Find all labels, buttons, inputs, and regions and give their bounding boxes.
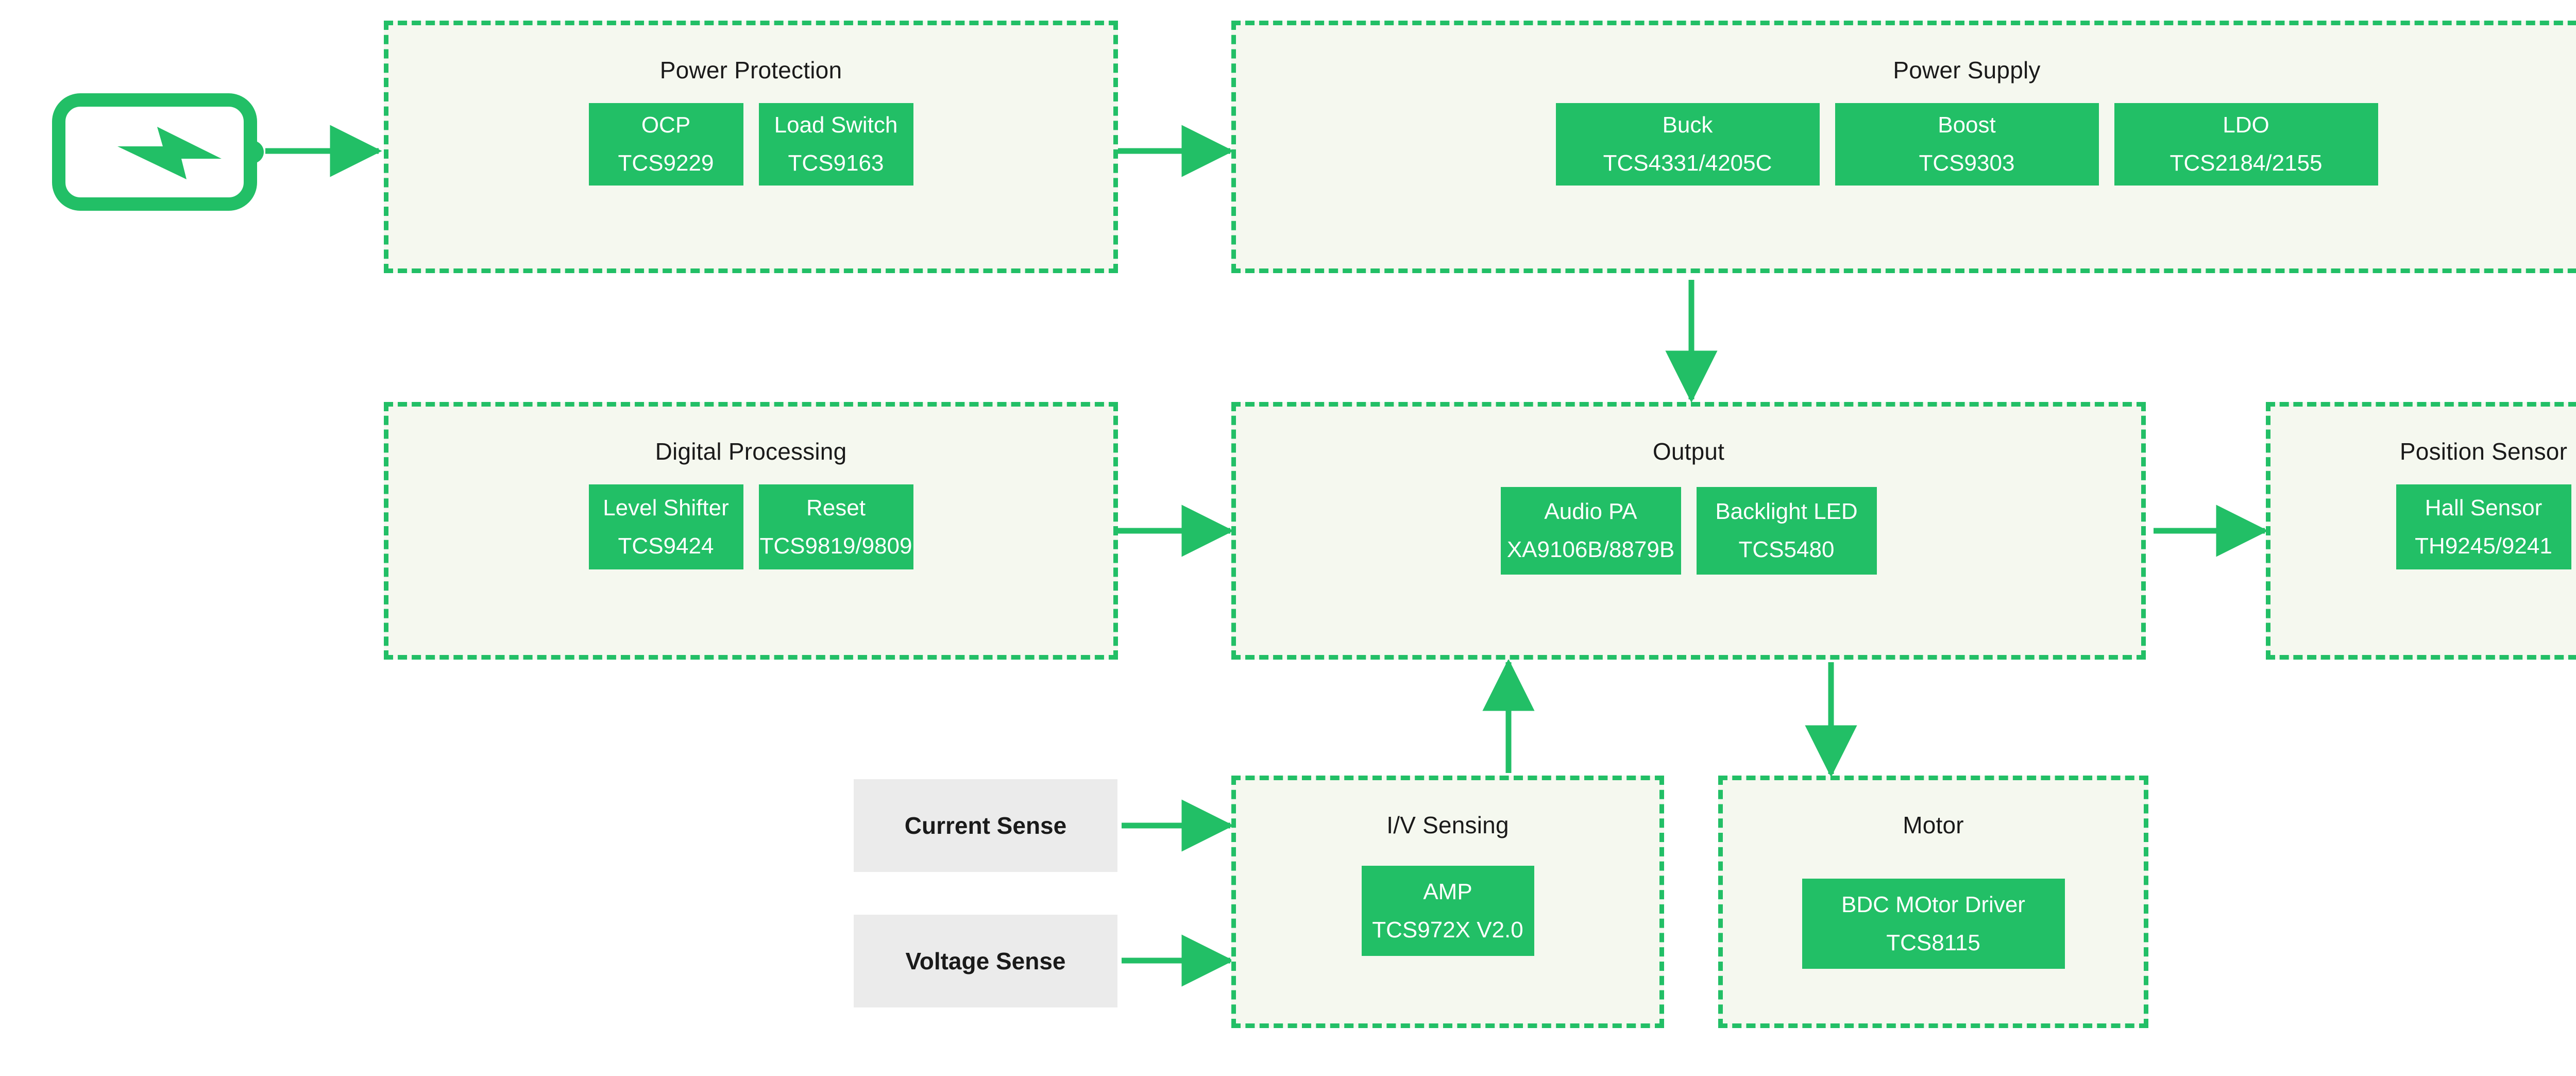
- chip-name: Hall Sensor: [2425, 495, 2543, 520]
- chip-ldo[interactable]: LDO TCS2184/2155: [2114, 103, 2378, 186]
- chip-reset[interactable]: Reset TCS9819/9809: [758, 484, 913, 569]
- chips-position-sensor: Hall Sensor TH9245/9241: [2266, 484, 2576, 569]
- chips-power-protection: OCP TCS9229 Load Switch TCS9163: [384, 103, 1118, 186]
- chip-buck[interactable]: Buck TCS4331/4205C: [1555, 103, 1820, 186]
- chip-part: TCS5480: [1738, 537, 1835, 562]
- chip-name: Reset: [806, 495, 866, 520]
- group-power-protection[interactable]: Power Protection: [384, 21, 1118, 273]
- group-title-power-supply: Power Supply: [1893, 57, 2041, 83]
- chip-name: LDO: [2223, 112, 2269, 138]
- sense-box-voltage-sense[interactable]: Voltage Sense: [854, 915, 1117, 1007]
- chips-motor: BDC MOtor Driver TCS8115: [1718, 879, 2148, 969]
- chip-part: TCS9424: [618, 533, 714, 559]
- group-title-motor: Motor: [1903, 812, 1964, 838]
- chip-hall-sensor[interactable]: Hall Sensor TH9245/9241: [2396, 484, 2571, 569]
- chip-load-switch[interactable]: Load Switch TCS9163: [758, 103, 913, 186]
- group-output[interactable]: Output: [1231, 402, 2146, 660]
- chip-level-shifter[interactable]: Level Shifter TCS9424: [588, 484, 743, 569]
- chip-part: TCS972X V2.0: [1372, 917, 1523, 943]
- chip-name: Level Shifter: [603, 495, 729, 520]
- chip-ocp[interactable]: OCP TCS9229: [588, 103, 743, 186]
- chip-part: XA9106B/8879B: [1506, 537, 1675, 562]
- chip-name: Audio PA: [1544, 499, 1637, 524]
- chip-part: TCS9229: [618, 150, 714, 176]
- chip-name: Backlight LED: [1715, 499, 1858, 524]
- chip-part: TCS9819/9809: [759, 533, 912, 559]
- sense-label: Current Sense: [904, 812, 1067, 839]
- chip-name: BDC MOtor Driver: [1841, 892, 2025, 917]
- chips-digital-processing: Level Shifter TCS9424 Reset TCS9819/9809: [384, 484, 1118, 569]
- chip-name: AMP: [1423, 879, 1472, 904]
- chip-part: TCS8115: [1886, 930, 1980, 955]
- chip-part: TCS9303: [1919, 150, 2015, 176]
- chip-bdc-motor-driver[interactable]: BDC MOtor Driver TCS8115: [1802, 879, 2065, 969]
- chip-name: Load Switch: [774, 112, 898, 138]
- battery-bolt-icon: [52, 93, 268, 211]
- chip-audio-pa[interactable]: Audio PA XA9106B/8879B: [1500, 487, 1681, 575]
- chip-name: OCP: [641, 112, 691, 138]
- chip-boost[interactable]: Boost TCS9303: [1835, 103, 2099, 186]
- sense-box-current-sense[interactable]: Current Sense: [854, 779, 1117, 872]
- chip-part: TCS2184/2155: [2170, 150, 2323, 176]
- chip-part: TH9245/9241: [2415, 533, 2552, 559]
- chip-amp[interactable]: AMP TCS972X V2.0: [1361, 866, 1534, 956]
- chip-name: Buck: [1662, 112, 1713, 138]
- chip-backlight-led[interactable]: Backlight LED TCS5480: [1696, 487, 1877, 575]
- group-title-digital-processing: Digital Processing: [655, 438, 847, 465]
- group-title-power-protection: Power Protection: [659, 57, 842, 83]
- chips-output: Audio PA XA9106B/8879B Backlight LED TCS…: [1231, 487, 2146, 575]
- chips-power-supply: Buck TCS4331/4205C Boost TCS9303 LDO TCS…: [1231, 103, 2576, 186]
- chips-iv-sensing: AMP TCS972X V2.0: [1231, 866, 1664, 956]
- chip-part: TCS9163: [788, 150, 884, 176]
- group-title-output: Output: [1652, 438, 1725, 465]
- group-title-iv-sensing: I/V Sensing: [1386, 812, 1509, 838]
- chip-part: TCS4331/4205C: [1603, 150, 1772, 176]
- chip-name: Boost: [1938, 112, 1996, 138]
- sense-label: Voltage Sense: [905, 948, 1066, 974]
- group-title-position-sensor: Position Sensor: [2399, 438, 2568, 465]
- group-digital-processing[interactable]: Digital Processing: [384, 402, 1118, 660]
